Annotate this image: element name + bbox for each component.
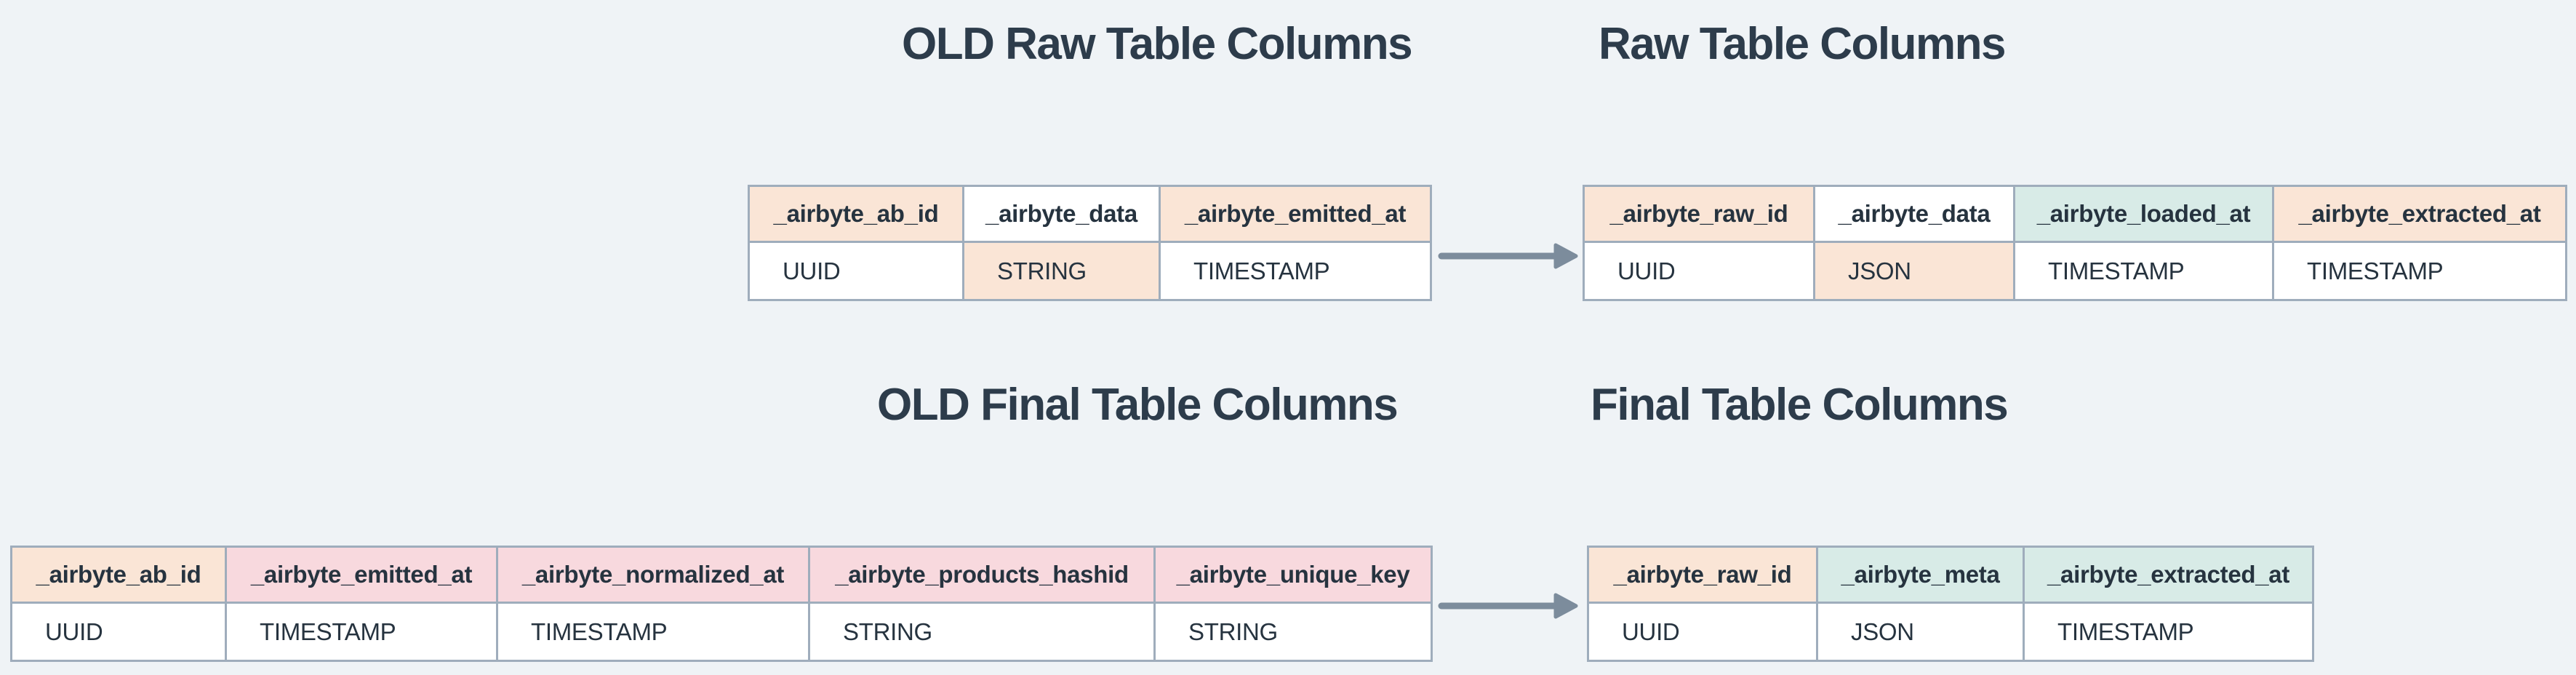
column-header-cell: _airbyte_meta xyxy=(1816,548,2023,604)
column-type-cell: STRING xyxy=(1153,604,1431,660)
table-old-raw-columns: _airbyte_ab_id_airbyte_data_airbyte_emit… xyxy=(748,185,1432,301)
table-raw-columns: _airbyte_raw_id_airbyte_data_airbyte_loa… xyxy=(1583,185,2567,301)
column-type-cell: JSON xyxy=(1813,243,2013,299)
column-header-cell: _airbyte_extracted_at xyxy=(2023,548,2312,604)
column-header-cell: _airbyte_emitted_at xyxy=(225,548,496,604)
column-type-cell: UUID xyxy=(1585,243,1813,299)
column-header-cell: _airbyte_normalized_at xyxy=(496,548,808,604)
column-header-cell: _airbyte_unique_key xyxy=(1153,548,1431,604)
column-header-cell: _airbyte_products_hashid xyxy=(808,548,1153,604)
title-final-table-columns: Final Table Columns xyxy=(1591,380,2009,430)
column-type-cell: STRING xyxy=(962,243,1159,299)
column-type-cell: TIMESTAMP xyxy=(2272,243,2565,299)
column-type-cell: TIMESTAMP xyxy=(225,604,496,660)
column-type-cell: UUID xyxy=(1589,604,1816,660)
column-header-cell: _airbyte_loaded_at xyxy=(2013,187,2272,243)
column-header-cell: _airbyte_ab_id xyxy=(12,548,225,604)
table-final-columns: _airbyte_raw_id_airbyte_meta_airbyte_ext… xyxy=(1587,546,2314,662)
arrow-right-icon xyxy=(1438,593,1578,619)
column-header-cell: _airbyte_raw_id xyxy=(1585,187,1813,243)
table-old-final-columns: _airbyte_ab_id_airbyte_emitted_at_airbyt… xyxy=(10,546,1433,662)
column-header-cell: _airbyte_data xyxy=(1813,187,2013,243)
column-type-cell: TIMESTAMP xyxy=(2023,604,2312,660)
column-type-cell: JSON xyxy=(1816,604,2023,660)
column-header-cell: _airbyte_raw_id xyxy=(1589,548,1816,604)
column-type-cell: TIMESTAMP xyxy=(1159,243,1430,299)
title-raw-table-columns: Raw Table Columns xyxy=(1599,19,2007,69)
column-type-cell: TIMESTAMP xyxy=(2013,243,2272,299)
title-old-final-table-columns: OLD Final Table Columns xyxy=(877,380,1399,430)
column-header-cell: _airbyte_ab_id xyxy=(750,187,962,243)
column-type-cell: TIMESTAMP xyxy=(496,604,808,660)
column-header-cell: _airbyte_extracted_at xyxy=(2272,187,2565,243)
column-header-cell: _airbyte_emitted_at xyxy=(1159,187,1430,243)
column-type-cell: STRING xyxy=(808,604,1153,660)
column-type-cell: UUID xyxy=(12,604,225,660)
arrow-right-icon xyxy=(1438,243,1578,269)
title-old-raw-table-columns: OLD Raw Table Columns xyxy=(902,19,1413,69)
column-type-cell: UUID xyxy=(750,243,962,299)
column-header-cell: _airbyte_data xyxy=(962,187,1159,243)
